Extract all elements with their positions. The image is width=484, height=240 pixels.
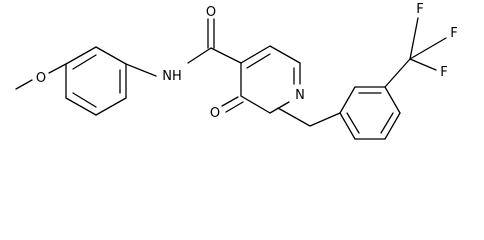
atom-ring-nitrogen: N bbox=[295, 88, 305, 103]
atom-amide-nitrogen: NH bbox=[162, 69, 182, 84]
bond-cf-3 bbox=[409, 58, 437, 71]
chemical-structure: O NH O N O F F F bbox=[15, 2, 458, 140]
bonds bbox=[15, 17, 447, 140]
atom-fluorine-2: F bbox=[450, 26, 457, 41]
bond-cf-1 bbox=[409, 17, 419, 60]
bond-ring-oxo-1 bbox=[221, 96, 239, 107]
bond-cf-2 bbox=[409, 37, 447, 60]
pyridone-ring bbox=[240, 45, 301, 114]
bond-ch2-ring bbox=[309, 112, 341, 127]
bond-ring-nh bbox=[125, 63, 157, 77]
bond-methyl-o bbox=[15, 79, 33, 90]
trifluoromethylphenyl-ring bbox=[339, 86, 401, 140]
methoxyphenyl-ring bbox=[65, 46, 127, 116]
atom-carbonyl-oxygen: O bbox=[206, 5, 216, 20]
atom-fluorine-3: F bbox=[440, 65, 447, 80]
bond-nh-carbonyl bbox=[187, 47, 212, 64]
bond-o-ring bbox=[48, 63, 67, 74]
atom-labels: O NH O N O F F F bbox=[36, 2, 458, 121]
atom-ring-oxygen: O bbox=[210, 106, 220, 121]
bond-n-ch2 bbox=[277, 107, 311, 127]
atom-methoxy-oxygen: O bbox=[36, 71, 46, 86]
bond-ring-cf3 bbox=[384, 58, 411, 88]
bond-carbonyl-ring bbox=[210, 47, 242, 64]
bond-ring-oxo-2 bbox=[225, 101, 244, 113]
atom-fluorine-1: F bbox=[416, 2, 423, 17]
